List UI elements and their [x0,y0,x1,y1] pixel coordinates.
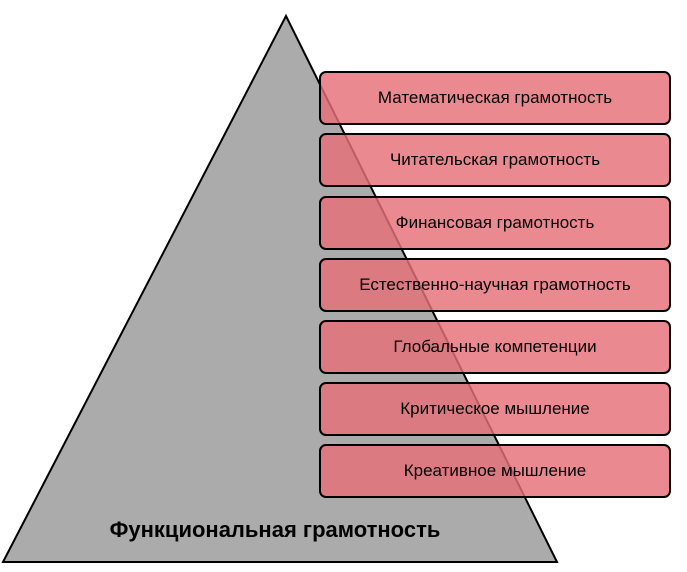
competency-box-creative: Креативное мышление [319,444,671,498]
pyramid-base-title: Функциональная грамотность [109,517,441,542]
competency-box-math: Математическая грамотность [319,71,671,125]
competency-box-financial: Финансовая грамотность [319,196,671,250]
competency-box-critical: Критическое мышление [319,382,671,436]
competency-box-global: Глобальные компетенции [319,320,671,374]
competency-box-reading: Читательская грамотность [319,133,671,187]
competency-box-science: Естественно-научная грамотность [319,258,671,312]
